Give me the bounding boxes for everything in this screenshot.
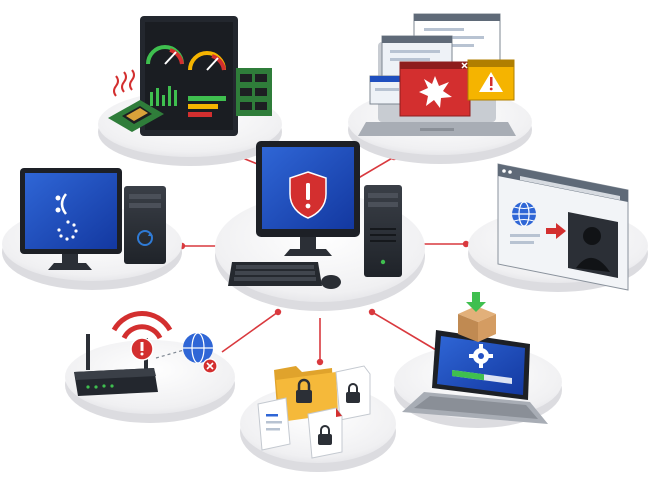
popup-window-icon [399,61,471,117]
heat-waves-icon [113,69,135,97]
keyboard-icon [228,262,322,286]
sad-face-icon [55,193,68,215]
connector-dot [316,358,324,366]
ram-module-icon [236,68,272,116]
close-icon [461,62,468,69]
hacker-icon [568,212,618,278]
connector-dot [368,308,376,316]
connector-line [221,311,279,353]
node-files [257,365,371,459]
node-network [74,311,218,396]
locked-document-icon [257,397,291,451]
globe-icon [512,201,536,227]
tower-pc-icon [364,185,402,277]
connector-lines [182,156,466,362]
node-overheating [108,16,272,136]
locked-document-icon [335,365,371,421]
node-phishing [497,163,629,291]
node-popups [358,13,516,136]
blue-screen-monitor-icon [20,168,122,270]
connector-dot [462,240,470,248]
gauge-icon [188,51,226,71]
cpu-chip-icon [108,100,164,132]
laptop-icon [402,330,548,424]
globe-error-icon [183,332,218,374]
shield-exclamation-icon [289,171,327,219]
center-workstation [228,141,402,289]
popup-window-icon [369,75,407,105]
connector-dot [274,308,282,316]
connector-line [354,156,395,181]
node-crash [20,168,166,270]
locked-document-icon [307,407,343,459]
mouse-icon [321,275,341,289]
folder-lock-icon [274,366,338,422]
gear-icon [469,344,493,368]
node-update [402,292,548,424]
warning-popup [467,59,515,101]
loading-spinner-icon [57,220,78,241]
router-icon [74,334,158,396]
progress-bar-icon [452,370,512,384]
gauge-icon [146,45,184,65]
connector-line [371,311,437,351]
download-box-icon [458,292,496,342]
arrow-right-icon [546,223,566,239]
wifi-alert-icon [111,311,173,361]
tower-pc-icon [124,186,166,264]
